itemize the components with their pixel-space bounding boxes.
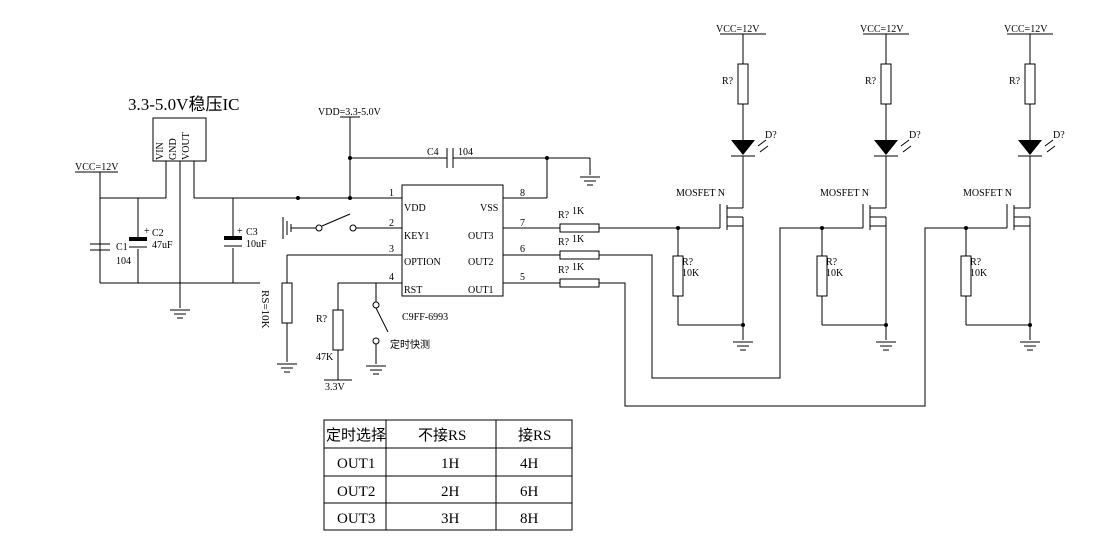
channel-3-mosfet-label: MOSFET N (963, 188, 1012, 199)
ic-pin-number-5: 5 (520, 272, 525, 283)
r-out1-value: 1K (572, 262, 585, 273)
ic-pin-number-3: 3 (389, 244, 394, 255)
r47k-value: 47K (316, 352, 334, 363)
rs-label: RS=10K (259, 290, 271, 329)
ic-pin-vss: VSS (480, 203, 498, 214)
output-channel-2: VCC=12V R? D? MOSFET N R? 10K (816, 24, 921, 351)
r-out3-value: 1K (572, 206, 585, 217)
c2-plus: + (144, 226, 150, 237)
resistor-47k (332, 309, 344, 351)
regulator-pin-gnd: GND (168, 138, 179, 160)
ic-part-number: C9FF-6993 (402, 312, 448, 323)
table-cell: 3H (441, 511, 460, 527)
ic-pin-option: OPTION (404, 257, 441, 268)
c3-plus: + (237, 226, 243, 237)
channel-3-gate-resistor-value: 10K (970, 268, 988, 279)
timer-ic-body (401, 184, 504, 297)
c1-value: 104 (116, 256, 131, 267)
ic-pin-key1: KEY1 (404, 231, 430, 242)
timing-test-switch: 定时快测 (365, 283, 430, 375)
table-header-with-rs: 接RS (518, 427, 551, 444)
channel-2-vcc: VCC=12V (860, 24, 904, 35)
table-cell: 4H (520, 456, 539, 472)
ic-pin-number-2: 2 (389, 218, 394, 229)
resistor-rs (281, 282, 293, 324)
channel-1-vcc: VCC=12V (716, 24, 760, 35)
channel-3-gate-resistor: R? (970, 257, 982, 268)
channel-1-mosfet-label: MOSFET N (676, 188, 725, 199)
channel-1-led-resistor: R? (722, 76, 734, 87)
r47k-name: R? (316, 314, 328, 325)
regulator-title: 3.3-5.0V稳压IC (128, 95, 239, 114)
channel-3-led-resistor: R? (1009, 76, 1021, 87)
output-channel-3: VCC=12V R? D? MOSFET N R? 10K (960, 24, 1065, 351)
v33-label: 3.3V (325, 382, 346, 393)
timer-ic: 1 2 3 4 8 7 6 5 VDD KEY1 OPTION RST VSS … (389, 184, 525, 323)
r-out2-name: R? (558, 237, 570, 248)
channel-3-led-label: D? (1053, 130, 1065, 141)
c4-value: 104 (458, 147, 473, 158)
capacitor-c4: C4 104 (427, 147, 473, 168)
channel-2-gate-resistor: R? (826, 257, 838, 268)
channel-3-vcc: VCC=12V (1004, 24, 1048, 35)
table-cell: OUT1 (337, 456, 375, 472)
capacitor-c2: + C2 47uF (129, 198, 173, 283)
r-out1-name: R? (558, 265, 570, 276)
table-cell: OUT3 (337, 511, 375, 527)
ic-pin-out2: OUT2 (468, 257, 494, 268)
ic-pin-out3: OUT3 (468, 231, 494, 242)
channel-2-mosfet-label: MOSFET N (820, 188, 869, 199)
regulator-pin-vin: VIN (155, 142, 166, 160)
ic-pin-rst: RST (404, 285, 422, 296)
table-cell: 1H (441, 456, 460, 472)
channel-2-led-resistor: R? (865, 76, 877, 87)
ic-pin-number-6: 6 (520, 244, 525, 255)
c2-name: C2 (152, 228, 164, 239)
r-out2-value: 1K (572, 234, 585, 245)
key-switch (282, 213, 402, 239)
capacitor-c3: + C3 10uF (224, 198, 267, 283)
table-header-no-rs: 不接RS (418, 427, 466, 444)
r-out3-name: R? (558, 210, 570, 221)
table-cell: 8H (520, 511, 539, 527)
table-header-selection: 定时选择 (326, 427, 386, 444)
channel-2-led-label: D? (909, 130, 921, 141)
ic-pin-out1: OUT1 (468, 285, 494, 296)
vdd-label: VDD=3.3-5.0V (318, 107, 382, 118)
c1-name: C1 (116, 242, 128, 253)
capacitor-c1: C1 104 (90, 242, 131, 267)
output-resistors: R? 1K R? 1K R? 1K (503, 206, 600, 288)
timing-table: 定时选择 不接RS 接RS OUT1 1H 4H OUT2 2H 6H OUT3… (323, 419, 573, 531)
voltage-regulator: 3.3-5.0V稳压IC VIN GND VOUT (128, 95, 239, 283)
output-channel-1: VCC=12V R? D? MOSFET N R? 10K (672, 24, 777, 351)
channel-1-gate-resistor-value: 10K (682, 268, 700, 279)
c3-name: C3 (246, 227, 258, 238)
channel-2-gate-resistor-value: 10K (826, 268, 844, 279)
ic-pin-number-1: 1 (389, 188, 394, 199)
ic-pin-number-7: 7 (520, 218, 525, 229)
channel-1-led-label: D? (765, 130, 777, 141)
regulator-pin-vout: VOUT (181, 132, 192, 160)
table-cell: 2H (441, 484, 460, 500)
c4-name: C4 (427, 147, 439, 158)
ic-pin-number-4: 4 (389, 272, 394, 283)
channel-1-gate-resistor: R? (682, 257, 694, 268)
timing-test-label: 定时快测 (390, 338, 430, 351)
vcc-input-label: VCC=12V (75, 162, 119, 173)
table-cell: 6H (520, 484, 539, 500)
ic-pin-number-8: 8 (520, 188, 525, 199)
c2-value: 47uF (152, 240, 173, 251)
ic-pin-vdd: VDD (404, 203, 426, 214)
c3-value: 10uF (246, 239, 267, 250)
table-cell: OUT2 (337, 484, 375, 500)
